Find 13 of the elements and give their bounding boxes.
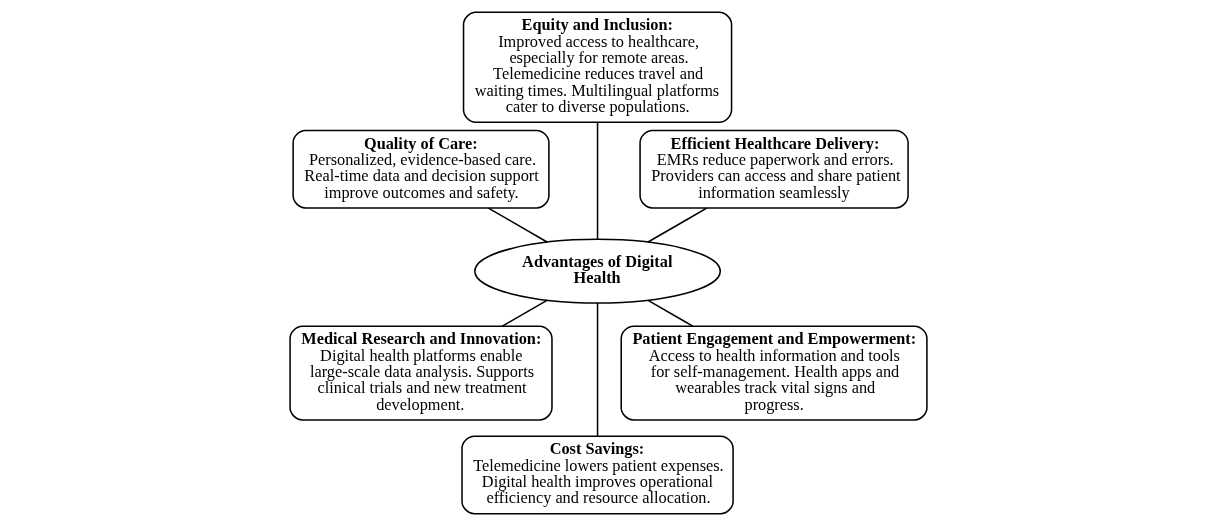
node-box: Quality of Care: Personalized, evidence-based care. Real-time data and decision support improve outcomes and safety. [291,129,550,209]
connector [596,122,598,241]
connector [501,299,548,327]
node-ellipse: Advantages of Digital Health [473,238,721,304]
connector [646,299,694,327]
node-box: Cost Savings: Telemedicine lowers patient expenses. Digital health improves operational efficiency and resource allocation. [460,435,734,515]
connector [646,207,707,243]
connector [487,207,548,243]
node-box: Efficient Healthcare Delivery: EMRs reduce paperwork and errors. Providers can access and share patient information seamlessly [638,129,909,209]
connector [596,302,598,437]
node-box: Equity and Inclusion: Improved access to healthcare, especially for remote areas. Telemedicine reduces travel and waiting times. Multilingual platforms cater to diverse populations. [462,11,732,124]
node-box: Patient Engagement and Empowerment: Access to health information and tools for self-management. Health apps and wearables track vital signs and progress. [619,325,928,421]
node-box: Medical Research and Innovation: Digital health platforms enable large-scale data analysis. Supports clinical trials and new treatment development. [288,325,553,421]
